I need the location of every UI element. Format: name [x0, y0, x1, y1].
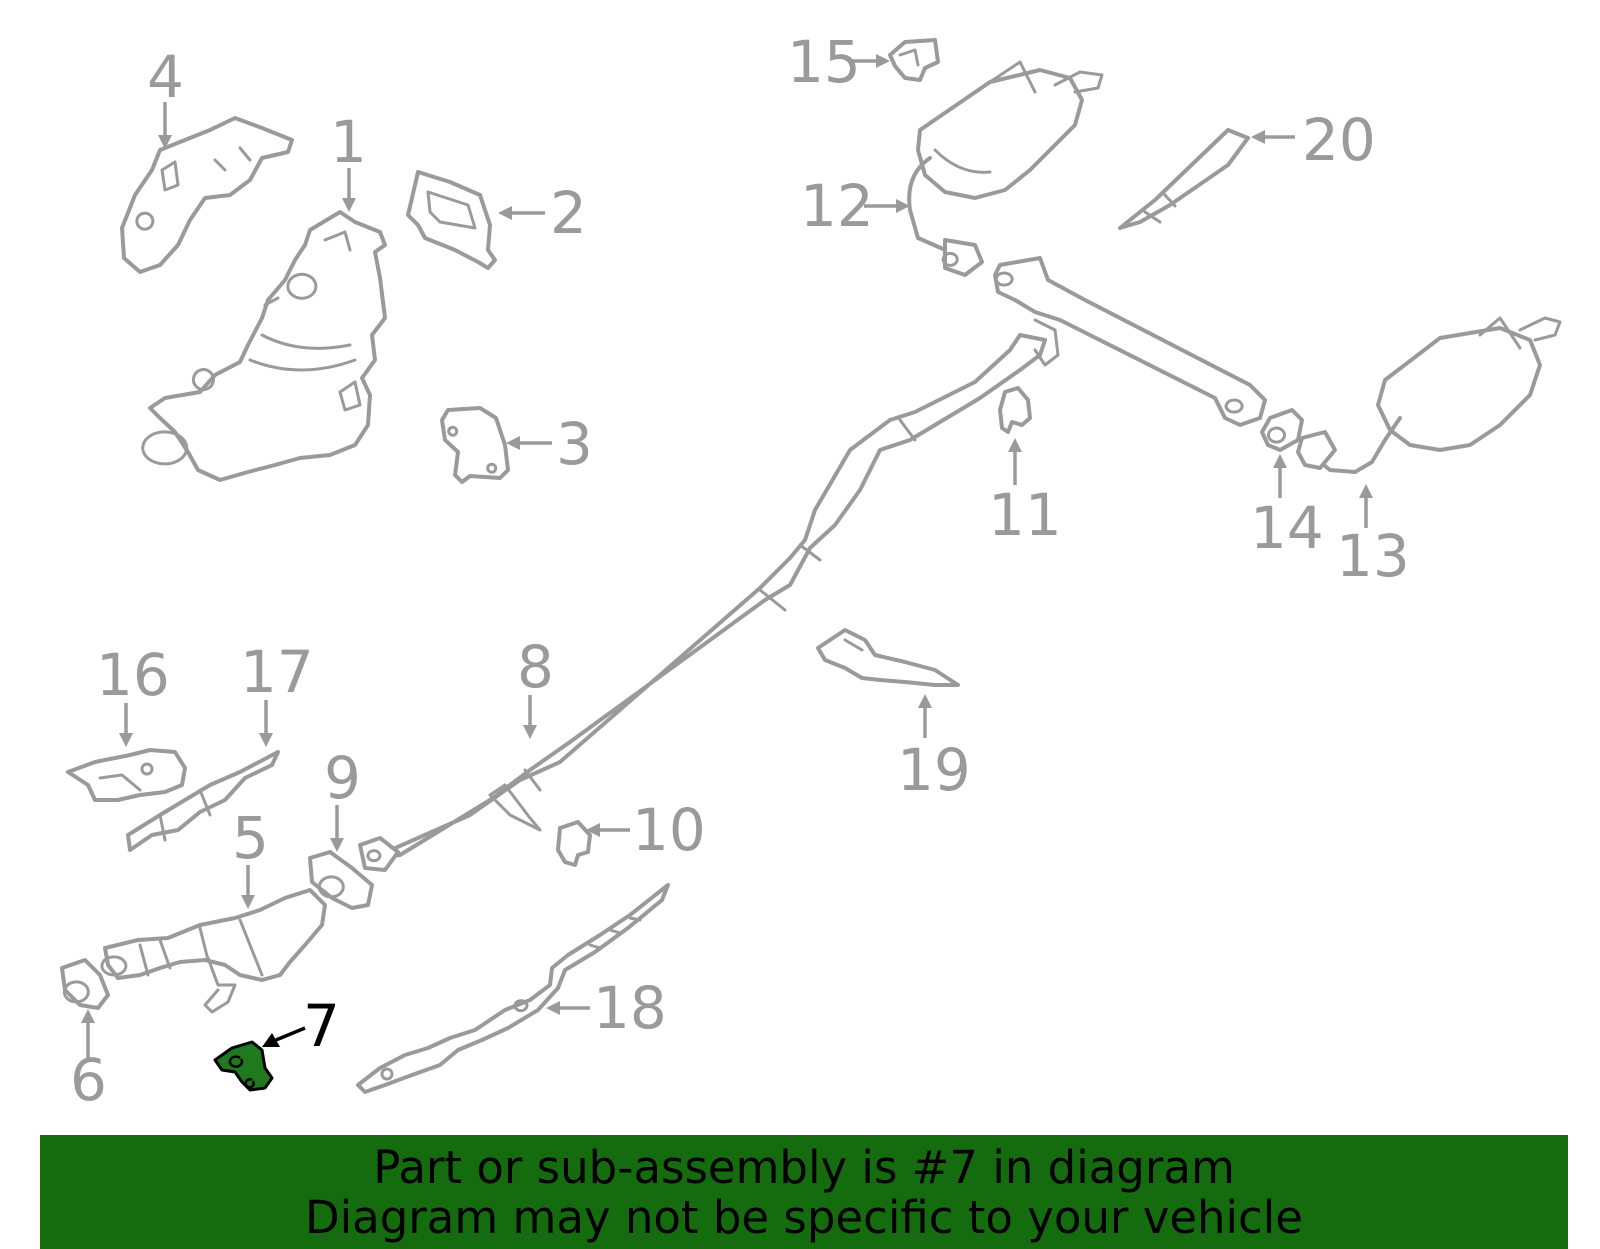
part-9-gasket	[308, 850, 374, 910]
part-16-heat-shield	[66, 748, 187, 802]
part-4-heat-shield	[120, 116, 294, 274]
banner-line-1: Part or sub-assembly is #7 in diagram	[373, 1141, 1235, 1194]
banner-line-2: Diagram may not be specific to your vehi…	[305, 1191, 1303, 1244]
callout-labels: 1 2 3 4 5 6 7 8 9 10 11 12 13 14 15 16 1…	[70, 28, 1410, 1114]
callout-7[interactable]: 7	[303, 992, 340, 1060]
callout-arrows	[81, 54, 1373, 1060]
callout-5[interactable]: 5	[232, 804, 269, 872]
callout-14[interactable]: 14	[1250, 494, 1324, 562]
part-15-bracket	[888, 38, 940, 82]
part-5-converter-pipe	[100, 888, 327, 1014]
info-banner: Part or sub-assembly is #7 in diagram Di…	[40, 1135, 1568, 1249]
part-20-heat-shield	[1118, 128, 1250, 230]
part-14-gasket	[1260, 408, 1304, 452]
callout-2[interactable]: 2	[550, 179, 587, 247]
callout-13[interactable]: 13	[1336, 522, 1410, 590]
callout-20[interactable]: 20	[1302, 106, 1376, 174]
part-18-heat-shield	[356, 883, 670, 1094]
part-11-hanger	[998, 386, 1032, 434]
callout-19[interactable]: 19	[897, 736, 971, 804]
callout-11[interactable]: 11	[988, 481, 1062, 549]
callout-17[interactable]: 17	[240, 638, 314, 706]
part-3-bracket	[440, 406, 510, 484]
part-12-front-muffler	[907, 60, 1104, 277]
part-10-hanger	[556, 820, 592, 867]
part-2-gasket	[406, 170, 497, 270]
callout-4[interactable]: 4	[147, 43, 184, 111]
callout-18[interactable]: 18	[593, 974, 667, 1042]
part-19-bracket	[816, 628, 960, 687]
part-13-rear-muffler	[1296, 316, 1562, 474]
callout-1[interactable]: 1	[330, 108, 367, 176]
part-6-gasket	[60, 958, 110, 1010]
part-17-heat-shield	[126, 750, 280, 852]
part-7-hanger-highlighted[interactable]	[213, 1040, 274, 1092]
callout-12[interactable]: 12	[800, 172, 874, 240]
callout-10[interactable]: 10	[632, 796, 706, 864]
callout-6[interactable]: 6	[70, 1046, 107, 1114]
part-1-exhaust-manifold	[141, 210, 387, 482]
callout-3[interactable]: 3	[556, 410, 593, 478]
callout-15[interactable]: 15	[787, 28, 861, 96]
callout-8[interactable]: 8	[517, 633, 554, 701]
callout-9[interactable]: 9	[324, 744, 361, 812]
callout-16[interactable]: 16	[96, 641, 170, 709]
rear-pipe	[993, 256, 1267, 427]
